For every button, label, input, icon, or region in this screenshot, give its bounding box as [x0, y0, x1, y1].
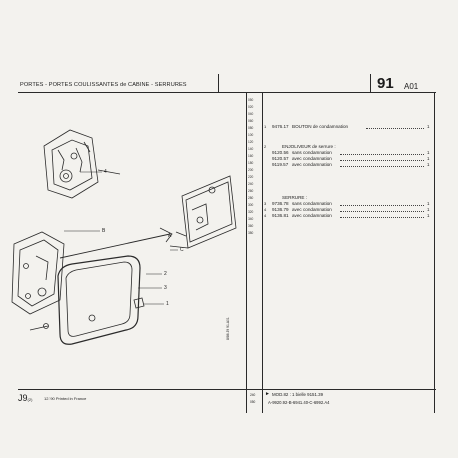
part-qty: 1: [427, 162, 430, 167]
part-mark: 3: [264, 201, 267, 206]
door-panel-right: [169, 175, 237, 249]
lock-button: [133, 297, 145, 309]
index-column-rule: [246, 93, 247, 413]
callout-label: 3: [164, 285, 167, 291]
part-desc: avec condamnation: [292, 207, 332, 212]
part-desc: sans condamnation: [292, 201, 332, 206]
part-ref: 9136.79: [272, 207, 289, 212]
callout-label: 2: [164, 271, 167, 277]
callout-label: 4: [104, 169, 107, 175]
index-number: 040: [248, 112, 254, 116]
index-number: 080: [248, 126, 254, 130]
screw: [29, 323, 49, 331]
part-mark: 4: [264, 213, 267, 218]
index-number: 100: [248, 133, 254, 137]
vertical-code: 8/86 J9 91.A01: [226, 317, 230, 340]
part-ref: 9119.57: [272, 162, 289, 167]
mark-column-rule: [262, 93, 263, 413]
index-number: 060: [248, 119, 254, 123]
part-qty: 1: [427, 150, 430, 155]
index-number: 140: [248, 147, 254, 151]
part-mark: 1: [264, 124, 267, 129]
part-qty: 1: [427, 213, 430, 218]
header-rule: [18, 92, 436, 93]
callout-label: C: [180, 247, 184, 253]
index-number: 320: [248, 210, 254, 214]
leader-dots: [340, 160, 424, 161]
index-number: 300: [248, 203, 254, 207]
index-number: 380: [248, 231, 254, 235]
part-mark: 4: [264, 207, 267, 212]
callout-label: 1: [166, 301, 169, 307]
index-number: 340: [248, 217, 254, 221]
handle-surround: [57, 255, 141, 345]
index-number: 050: [248, 98, 254, 102]
part-ref: 9120.57: [272, 156, 289, 161]
linkage-rod: [59, 233, 171, 259]
part-qty: 1: [427, 201, 430, 206]
index-number: 240: [248, 182, 254, 186]
part-desc: avec condamnation: [292, 162, 332, 167]
index-number: 160: [248, 154, 254, 158]
footer-note: A-9920.92-B-6941.40-C-6992.A4: [268, 400, 330, 405]
index-number: 280: [248, 196, 254, 200]
index-number: 120: [248, 140, 254, 144]
part-qty: 1: [427, 124, 430, 129]
part-mark: 2: [264, 144, 267, 149]
part-ref: 9476.17: [272, 124, 289, 129]
callout-label: A: [168, 233, 172, 239]
qty-column-rule: [434, 93, 435, 413]
leader-dots: [340, 205, 424, 206]
part-qty: 1: [427, 207, 430, 212]
footer-code: J9(2): [18, 393, 33, 403]
page-number: 91: [377, 75, 394, 92]
index-number: 240: [250, 393, 256, 397]
index-number: 180: [248, 161, 254, 165]
leader-dots: [366, 128, 424, 129]
leader-dots: [340, 217, 424, 218]
group-heading: SERRURE :: [282, 195, 308, 200]
print-date: 12.'90 Printed in France: [44, 396, 87, 401]
callout-label: B: [102, 228, 106, 234]
index-number: 220: [248, 175, 254, 179]
page-title: PORTES - PORTES COULISSANTES de CABINE -…: [20, 82, 187, 88]
part-ref: 9736.78: [272, 201, 289, 206]
arrow-icon: ►: [265, 391, 270, 397]
part-desc: avec condamnation: [292, 213, 332, 218]
leader-dots: [340, 211, 424, 212]
header-divider-right: [370, 74, 371, 92]
part-ref: 9120.56: [272, 150, 289, 155]
door-panel-left: [11, 231, 65, 315]
part-qty: 1: [427, 156, 430, 161]
part-desc: avec condamnation: [292, 156, 332, 161]
index-number: 360: [248, 224, 254, 228]
page-code: A01: [404, 82, 419, 91]
group-heading: ENJOLIVEUR de serrure :: [282, 144, 336, 149]
leader-dots: [340, 154, 424, 155]
footer-rule: [18, 389, 436, 390]
part-desc: sans condamnation: [292, 150, 332, 155]
part-ref: 9136.81: [272, 213, 289, 218]
rod-end: [159, 227, 173, 243]
index-number: 020: [248, 105, 254, 109]
index-number: 260: [248, 189, 254, 193]
header-divider-left: [218, 74, 219, 92]
lock-assembly-upper: [43, 129, 121, 199]
index-number: 200: [248, 168, 254, 172]
footer-note: MOD.82 : 1 bielle 9151.39: [272, 392, 324, 397]
part-desc: BOUTON de condamnation: [292, 124, 349, 129]
index-number: 050: [250, 400, 256, 404]
leader-dots: [340, 166, 424, 167]
